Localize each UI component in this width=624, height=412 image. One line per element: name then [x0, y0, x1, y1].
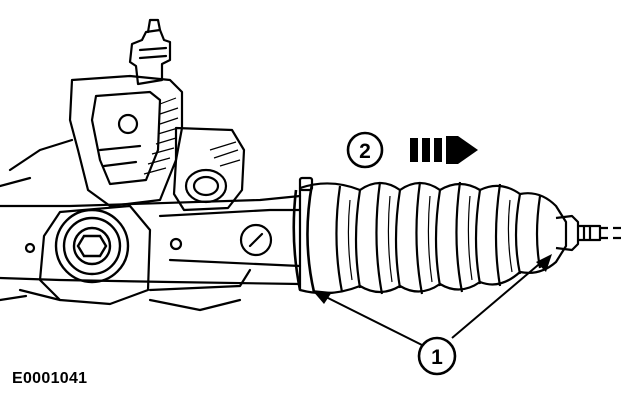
- arrowhead-right: [536, 254, 552, 272]
- callout-1: 1: [312, 254, 552, 376]
- direction-arrow: [410, 136, 478, 164]
- mounting-bushing: [54, 208, 130, 284]
- arrowhead-left: [312, 290, 332, 304]
- callout-2-number: 2: [359, 140, 371, 163]
- figure-id-label: E0001041: [12, 370, 88, 387]
- callout-2: 2: [346, 131, 384, 169]
- hatching: [143, 97, 241, 175]
- leader-line-right: [451, 259, 545, 339]
- leader-line-left: [323, 295, 425, 347]
- callout-1-number: 1: [431, 346, 443, 369]
- rubber-boot: [292, 176, 624, 295]
- steering-gear-housing: [0, 18, 302, 312]
